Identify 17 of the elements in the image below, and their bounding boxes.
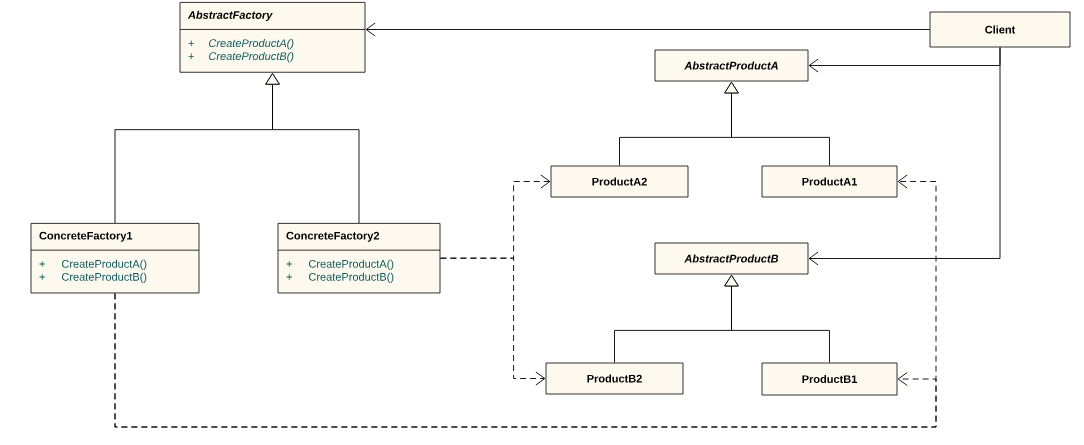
class-box: AbstractProductB — [654, 242, 809, 275]
class-box: ProductA1 — [761, 165, 898, 198]
class-box: ConcreteFactory1 + CreateProductA() + CreateProductB() — [30, 223, 200, 294]
generalization-arrow — [724, 81, 830, 167]
dependency-arrow — [114, 292, 937, 428]
generalization-arrow — [724, 274, 830, 364]
dependency-arrow — [439, 257, 546, 386]
class-box: Client — [929, 11, 1071, 48]
class-box: ProductB1 — [761, 362, 898, 396]
generalization-arrow — [265, 73, 360, 224]
association-arrow — [808, 46, 1001, 266]
class-box: ProductA2 — [550, 165, 689, 198]
class-box: AbstractProductA — [654, 49, 809, 82]
class-box: AbstractFactory + CreateProductA() + CreateProductB() — [179, 2, 366, 73]
class-box: ConcreteFactory2 + CreateProductA() + CreateProductB() — [277, 223, 441, 294]
class-box: ProductB2 — [545, 362, 684, 395]
association-arrow — [365, 22, 931, 37]
